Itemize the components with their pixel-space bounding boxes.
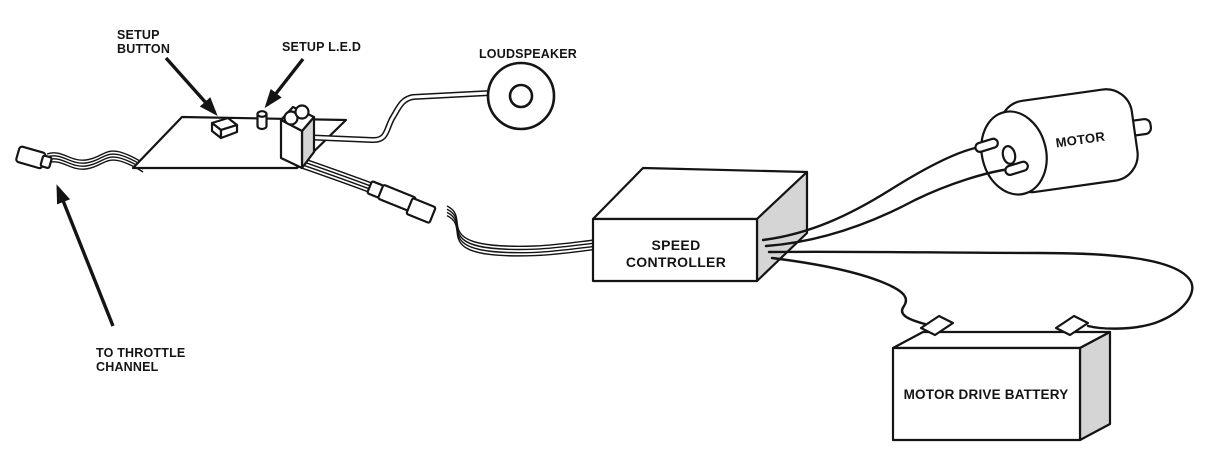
setup-led-top <box>256 110 268 118</box>
throttle-lead-ribbon <box>46 150 144 173</box>
setup-led-arrow <box>264 57 305 109</box>
throttle-connector-plug <box>15 145 53 170</box>
motor-terminal-lower <box>1004 160 1029 176</box>
setup-led-body <box>256 112 268 131</box>
battery-wire-negative <box>770 256 927 326</box>
motor-terminal-upper <box>974 137 999 153</box>
motor-wire-2 <box>764 167 1012 248</box>
battery-wire-positive <box>767 250 1194 330</box>
battery-terminals <box>919 314 1090 337</box>
board-component-box <box>279 104 316 170</box>
component-box-hole <box>294 104 310 120</box>
motor-label: MOTOR <box>1055 129 1107 151</box>
motor: MOTOR <box>980 88 1153 196</box>
speed-controller-label-line2: CONTROLLER <box>626 254 726 270</box>
loudspeaker-label: LOUDSPEAKER <box>479 47 577 61</box>
motor-wire-1 <box>761 145 982 242</box>
speed-controller-label-line1: SPEED <box>652 237 701 253</box>
inline-connector-head <box>405 197 437 224</box>
component-box-front <box>279 118 304 170</box>
setup-led-label: SETUP L.E.D <box>282 40 361 54</box>
inline-connector <box>366 180 437 224</box>
throttle-label-line2: CHANNEL <box>96 360 159 374</box>
motor-face-oval <box>1001 145 1017 165</box>
motor-drive-battery: MOTOR DRIVE BATTERY <box>891 330 1112 442</box>
loudspeaker <box>486 61 556 131</box>
setup-button <box>210 116 239 140</box>
setup-button-arrow <box>164 56 218 116</box>
battery-side <box>1078 330 1112 442</box>
setup-led <box>256 110 268 131</box>
speed-controller-front <box>591 217 759 283</box>
battery-front <box>891 346 1082 442</box>
loudspeaker-inner <box>508 83 534 109</box>
annotations: SETUP BUTTON SETUP L.E.D LOUDSPEAKER TO … <box>56 28 577 374</box>
battery-terminal-left <box>919 314 955 337</box>
connector-to-controller-ribbon <box>446 205 595 257</box>
setup-button-front <box>219 123 239 140</box>
power-wires <box>761 145 1194 330</box>
throttle-arrow <box>56 184 115 327</box>
motor-terminals <box>974 137 1029 176</box>
battery-top <box>891 330 1112 350</box>
board-to-connector-ribbon <box>295 156 378 195</box>
connector-cap <box>39 154 53 169</box>
battery-terminal-right <box>1054 314 1090 337</box>
battery-label: MOTOR DRIVE BATTERY <box>904 387 1069 402</box>
setup-button-label-line1: SETUP <box>117 28 160 42</box>
speed-controller: SPEED CONTROLLER <box>591 166 809 283</box>
throttle-label-line1: TO THROTTLE <box>96 346 185 360</box>
setup-button-label-line2: BUTTON <box>117 42 170 56</box>
